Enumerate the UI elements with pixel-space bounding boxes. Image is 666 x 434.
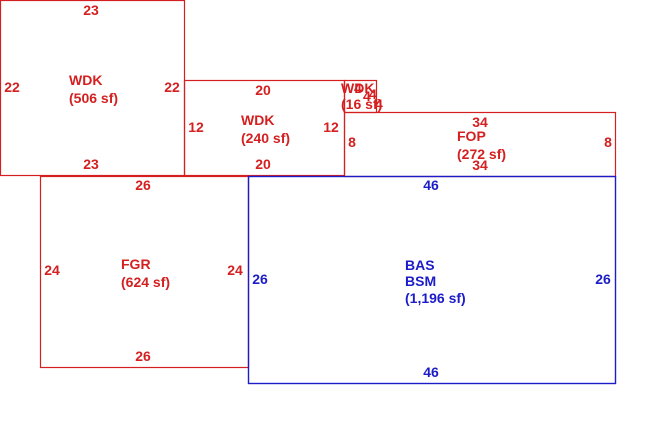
fgr-right-dim: 24 bbox=[227, 262, 243, 278]
fgr-outline bbox=[39, 175, 250, 369]
wdk-mid-code: WDK bbox=[241, 112, 274, 128]
wdk-small-area: (16 sf) bbox=[341, 96, 382, 112]
fop-area: (272 sf) bbox=[457, 146, 506, 162]
wdk-large-area: (506 sf) bbox=[69, 90, 118, 106]
wdk-mid-top-dim: 20 bbox=[255, 82, 271, 98]
wdk-small-dim-right: 4 bbox=[369, 86, 377, 102]
bas-area: (1,196 sf) bbox=[405, 290, 466, 306]
bas-bottom-dim: 46 bbox=[423, 364, 439, 380]
fop-bottom-dim: 34 bbox=[472, 157, 488, 173]
fgr-left-dim: 24 bbox=[44, 262, 60, 278]
wdk-small-code: WDK bbox=[341, 80, 374, 96]
wdk-mid-bottom-dim: 20 bbox=[255, 156, 271, 172]
fop-code: FOP bbox=[457, 128, 486, 144]
fgr-top-dim: 26 bbox=[135, 177, 151, 193]
bas-top-dim: 46 bbox=[423, 177, 439, 193]
fgr-area: (624 sf) bbox=[121, 274, 170, 290]
wdk-large-outline bbox=[0, 0, 186, 177]
wdk-small-dim-top: 4 bbox=[354, 80, 362, 96]
fgr-bottom-dim: 26 bbox=[135, 348, 151, 364]
fop-left-dim: 8 bbox=[348, 134, 356, 150]
wdk-large-left-dim: 22 bbox=[4, 79, 20, 95]
bsm-code: BSM bbox=[405, 273, 436, 289]
wdk-small-dim-bottom: 4 bbox=[375, 96, 383, 112]
wdk-mid-area: (240 sf) bbox=[241, 130, 290, 146]
bas-outline bbox=[247, 175, 617, 385]
wdk-mid-right-dim: 12 bbox=[323, 119, 339, 135]
fop-top-dim: 34 bbox=[472, 114, 488, 130]
wdk-small-dim-left: 4 bbox=[363, 88, 371, 104]
fgr-code: FGR bbox=[121, 256, 151, 272]
fop-right-dim: 8 bbox=[604, 134, 612, 150]
wdk-mid-left-dim: 12 bbox=[188, 119, 204, 135]
bas-code: BAS bbox=[405, 257, 435, 273]
wdk-large-bottom-dim: 23 bbox=[83, 156, 99, 172]
bas-left-dim: 26 bbox=[252, 271, 268, 287]
wdk-large-right-dim: 22 bbox=[164, 79, 180, 95]
wdk-large-top-dim: 23 bbox=[83, 2, 99, 18]
wdk-large-code: WDK bbox=[69, 72, 102, 88]
bas-right-dim: 26 bbox=[595, 271, 611, 287]
